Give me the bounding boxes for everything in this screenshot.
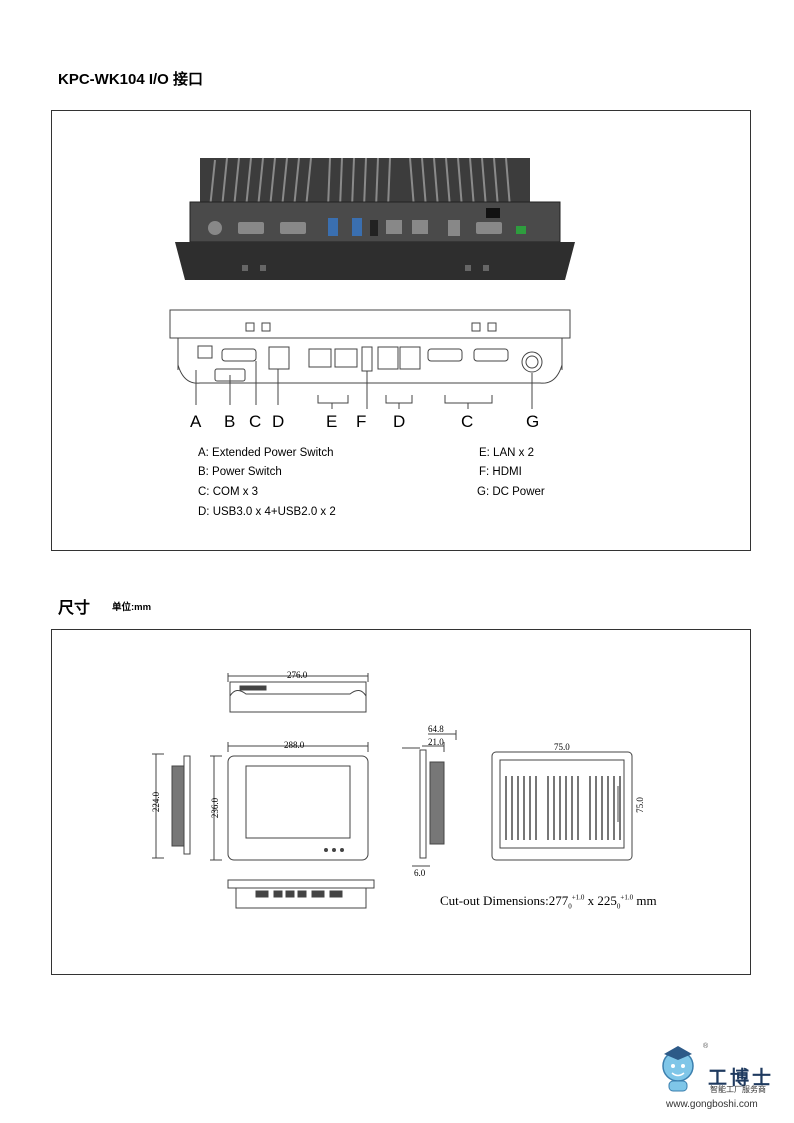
port-letter: C xyxy=(249,412,262,431)
cutout-width-lower: 0 xyxy=(568,902,572,911)
port-letter: F xyxy=(356,412,367,431)
front-view-drawing xyxy=(210,742,369,861)
cutout-height-lower: 0 xyxy=(616,902,621,911)
port-letter: D xyxy=(272,412,285,431)
dim-front-width: 288.0 xyxy=(284,740,305,750)
cutout-dimensions: Cut-out Dimensions:2770+1.0 x 2250+1.0 m… xyxy=(440,893,657,911)
dim-vesa-v: 75.0 xyxy=(634,797,645,813)
port-letter: E xyxy=(326,412,338,431)
registered-mark: ® xyxy=(703,1043,709,1050)
dim-depth-total: 64.8 xyxy=(428,724,444,734)
cutout-width: 277 xyxy=(548,893,569,908)
cutout-unit: mm xyxy=(633,893,657,908)
legend-item: F: HDMI xyxy=(479,466,522,478)
port-letter: A xyxy=(190,412,202,431)
watermark-brand: 工博士 xyxy=(708,1068,775,1089)
dim-depth-bezel: 21.0 xyxy=(428,737,444,747)
watermark-url: www.gongboshi.com xyxy=(666,1099,758,1110)
rear-view-drawing xyxy=(491,751,633,861)
legend-item: E: LAN x 2 xyxy=(479,447,534,459)
dim-top-width: 276.0 xyxy=(287,670,308,680)
legend-item: A: Extended Power Switch xyxy=(198,447,334,459)
cutout-width-upper: +1.0 xyxy=(571,893,585,902)
port-letter: G xyxy=(526,412,540,431)
top-view-drawing xyxy=(227,673,369,713)
dimension-panel xyxy=(51,629,751,975)
product-photo xyxy=(175,157,575,280)
cutout-height: 225 xyxy=(597,893,617,908)
port-letter: D xyxy=(393,412,406,431)
legend-item: G: DC Power xyxy=(477,486,545,498)
legend-item: B: Power Switch xyxy=(198,466,282,478)
port-letter: B xyxy=(224,412,236,431)
depth-view-drawing xyxy=(402,730,457,867)
side-view-drawing xyxy=(152,753,191,859)
watermark-tagline: 智能工厂服务商 xyxy=(710,1085,766,1094)
legend-item: D: USB3.0 x 4+USB2.0 x 2 xyxy=(198,506,336,518)
legend-item: C: COM x 3 xyxy=(198,486,259,498)
bottom-view-drawing xyxy=(227,879,375,909)
cutout-label: Cut-out Dimensions: xyxy=(440,893,549,908)
mascot-logo-icon xyxy=(662,1046,694,1092)
dim-front-height: 236.0 xyxy=(210,797,221,819)
dim-panel-thickness: 6.0 xyxy=(414,868,426,878)
unit-label: 单位:mm xyxy=(112,602,152,613)
page-title: KPC-WK104 I/O 接口 xyxy=(58,71,204,88)
io-diagram xyxy=(169,309,571,409)
port-letter: C xyxy=(461,412,474,431)
cutout-separator: x xyxy=(584,893,598,908)
dim-vesa-h: 75.0 xyxy=(554,742,570,752)
cutout-height-upper: +1.0 xyxy=(620,893,634,902)
dim-side-height: 224.0 xyxy=(151,791,162,813)
section-title: 尺寸 xyxy=(58,600,91,617)
